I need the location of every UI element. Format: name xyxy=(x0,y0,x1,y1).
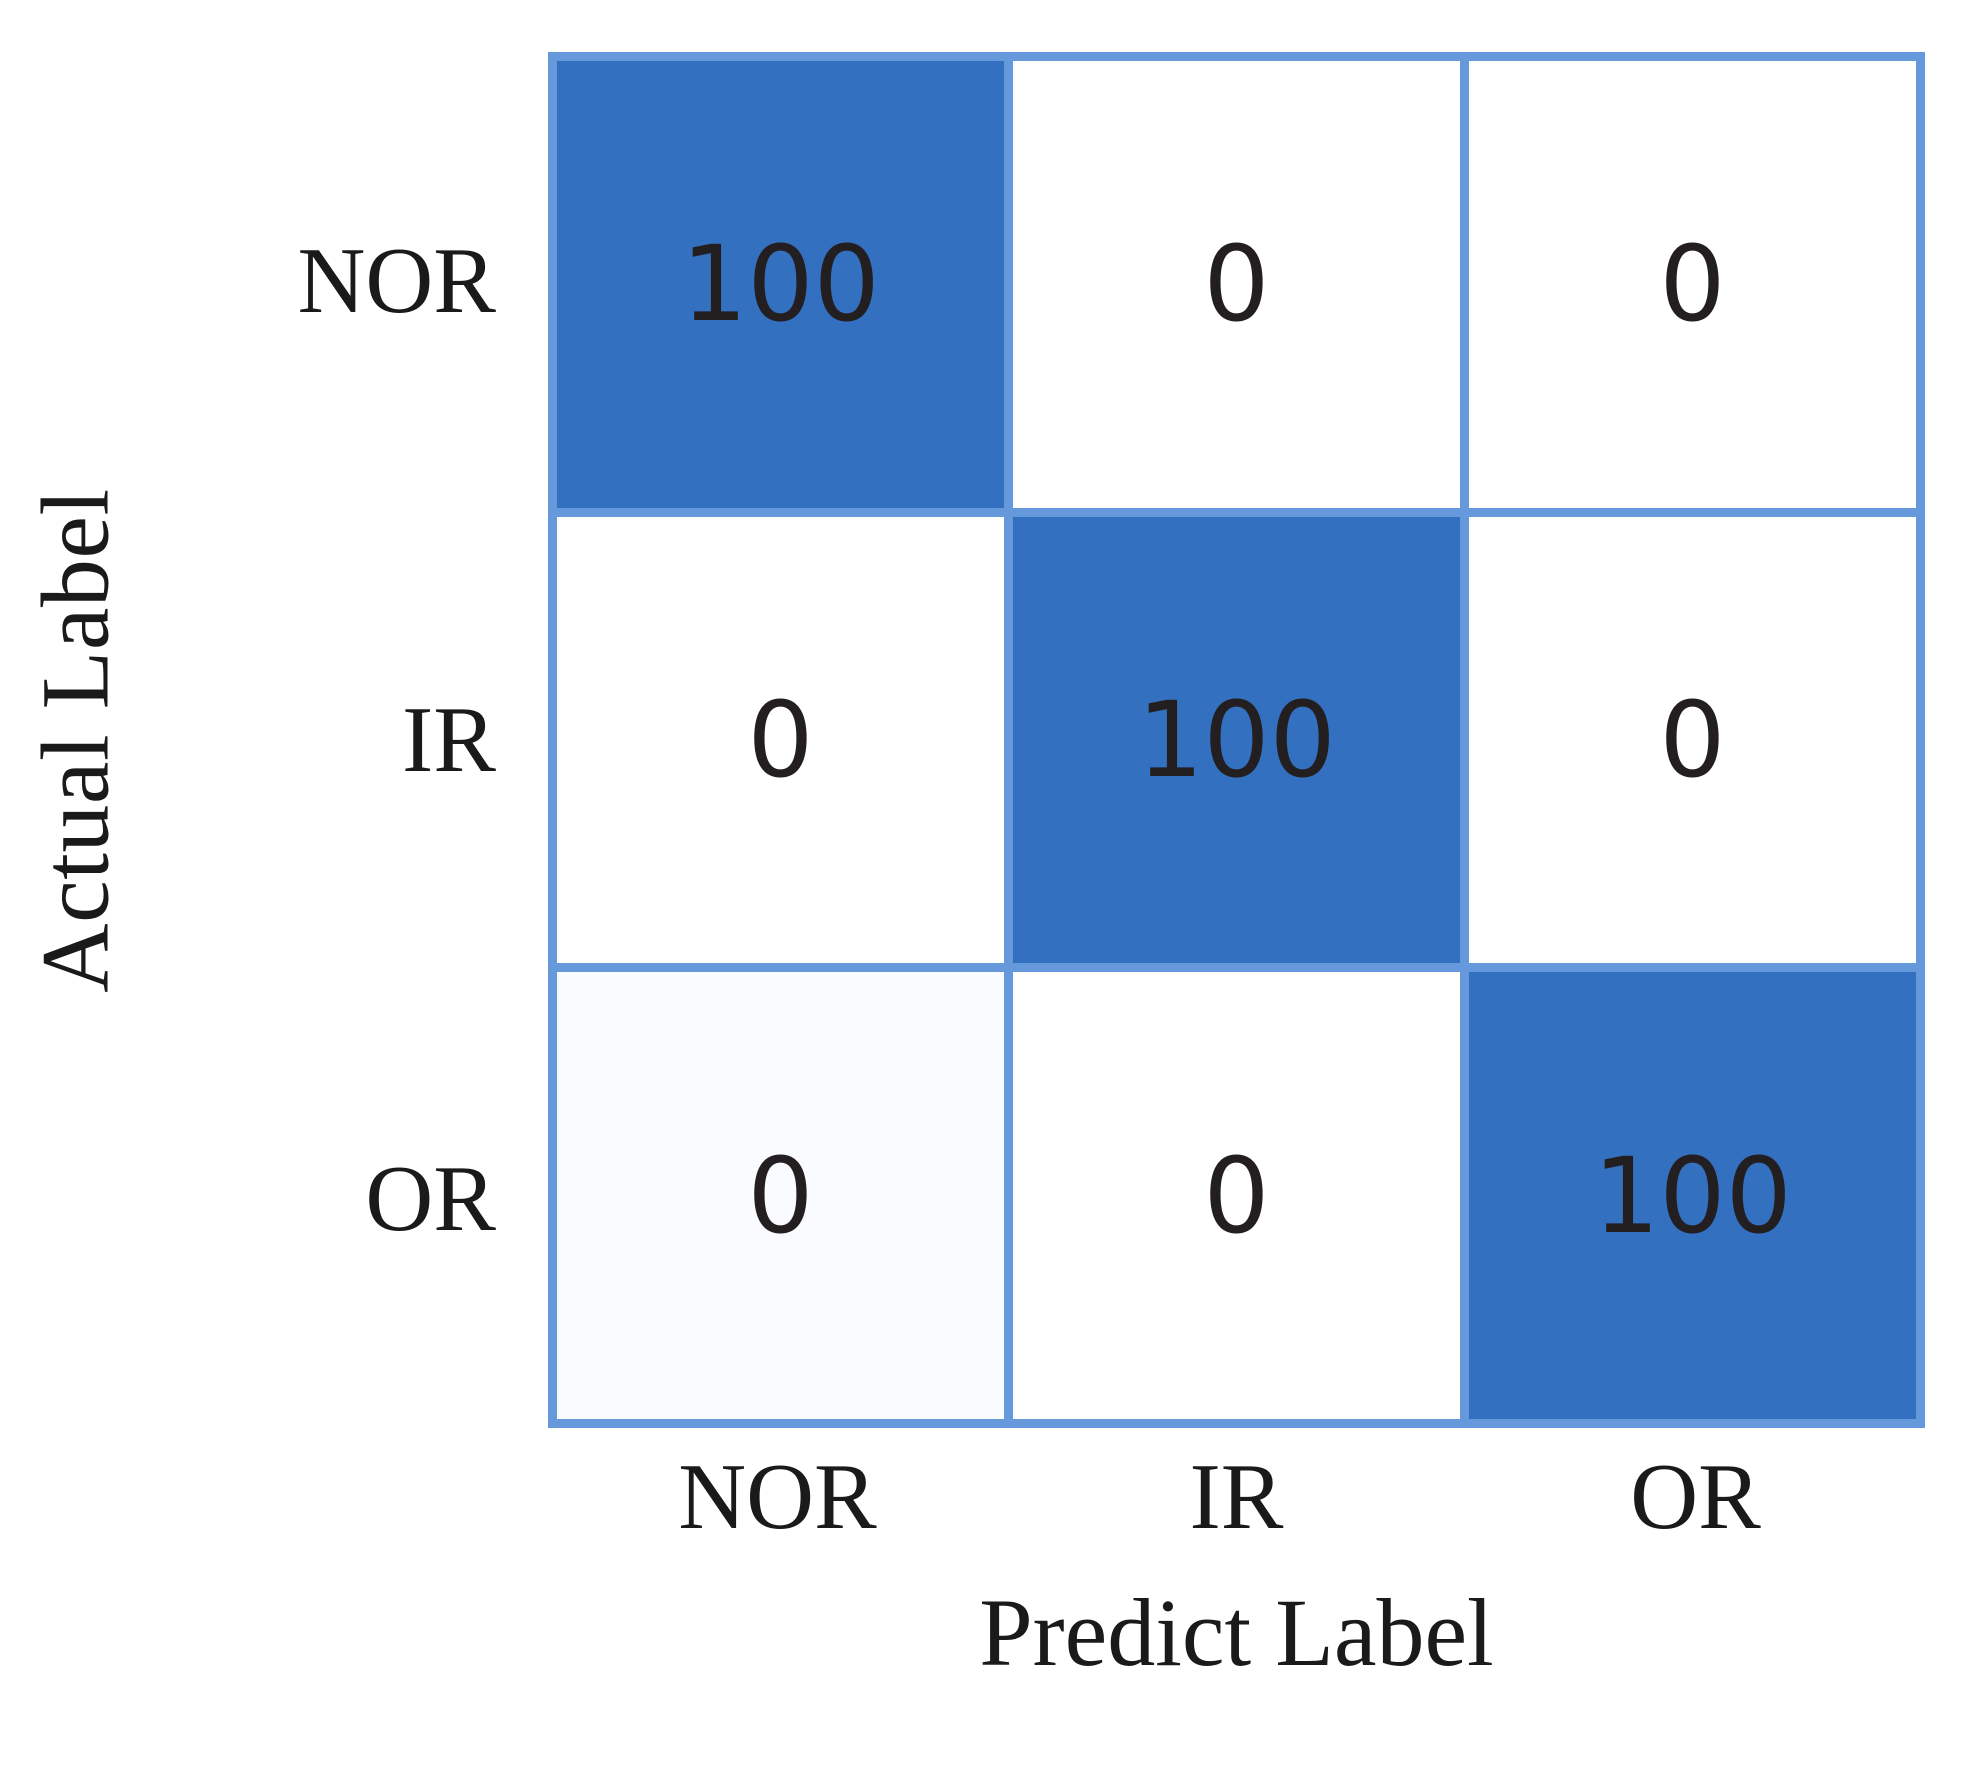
confusion-matrix-grid: 100 0 0 0 100 0 0 0 100 xyxy=(548,52,1925,1428)
matrix-cell-or-or: 100 xyxy=(1469,972,1916,1419)
x-tick-label-or: OR xyxy=(1630,1445,1761,1549)
matrix-cell-nor-ir: 0 xyxy=(1013,61,1460,508)
matrix-cell-nor-or: 0 xyxy=(1469,61,1916,508)
x-tick-label-ir: IR xyxy=(1189,1445,1284,1549)
matrix-cell-ir-nor: 0 xyxy=(557,516,1004,964)
matrix-cell-ir-or: 0 xyxy=(1469,516,1916,964)
x-axis-tick-labels: NOR IR OR xyxy=(548,1432,1925,1562)
y-axis-tick-labels: NOR IR OR xyxy=(150,52,548,1428)
y-tick-label-ir: IR xyxy=(402,688,496,792)
x-axis-title: Predict Label xyxy=(979,1579,1494,1686)
matrix-cell-or-nor: 0 xyxy=(557,972,1004,1419)
y-tick-label-or: OR xyxy=(365,1146,496,1251)
matrix-cell-ir-ir: 100 xyxy=(1013,516,1460,964)
x-tick-label-nor: NOR xyxy=(678,1445,877,1549)
y-axis-title: Actual Label xyxy=(21,487,129,993)
y-axis-title-container: Actual Label xyxy=(0,52,150,1428)
y-tick-label-nor: NOR xyxy=(297,229,496,334)
matrix-cell-nor-nor: 100 xyxy=(557,61,1004,508)
matrix-cell-or-ir: 0 xyxy=(1013,972,1460,1419)
